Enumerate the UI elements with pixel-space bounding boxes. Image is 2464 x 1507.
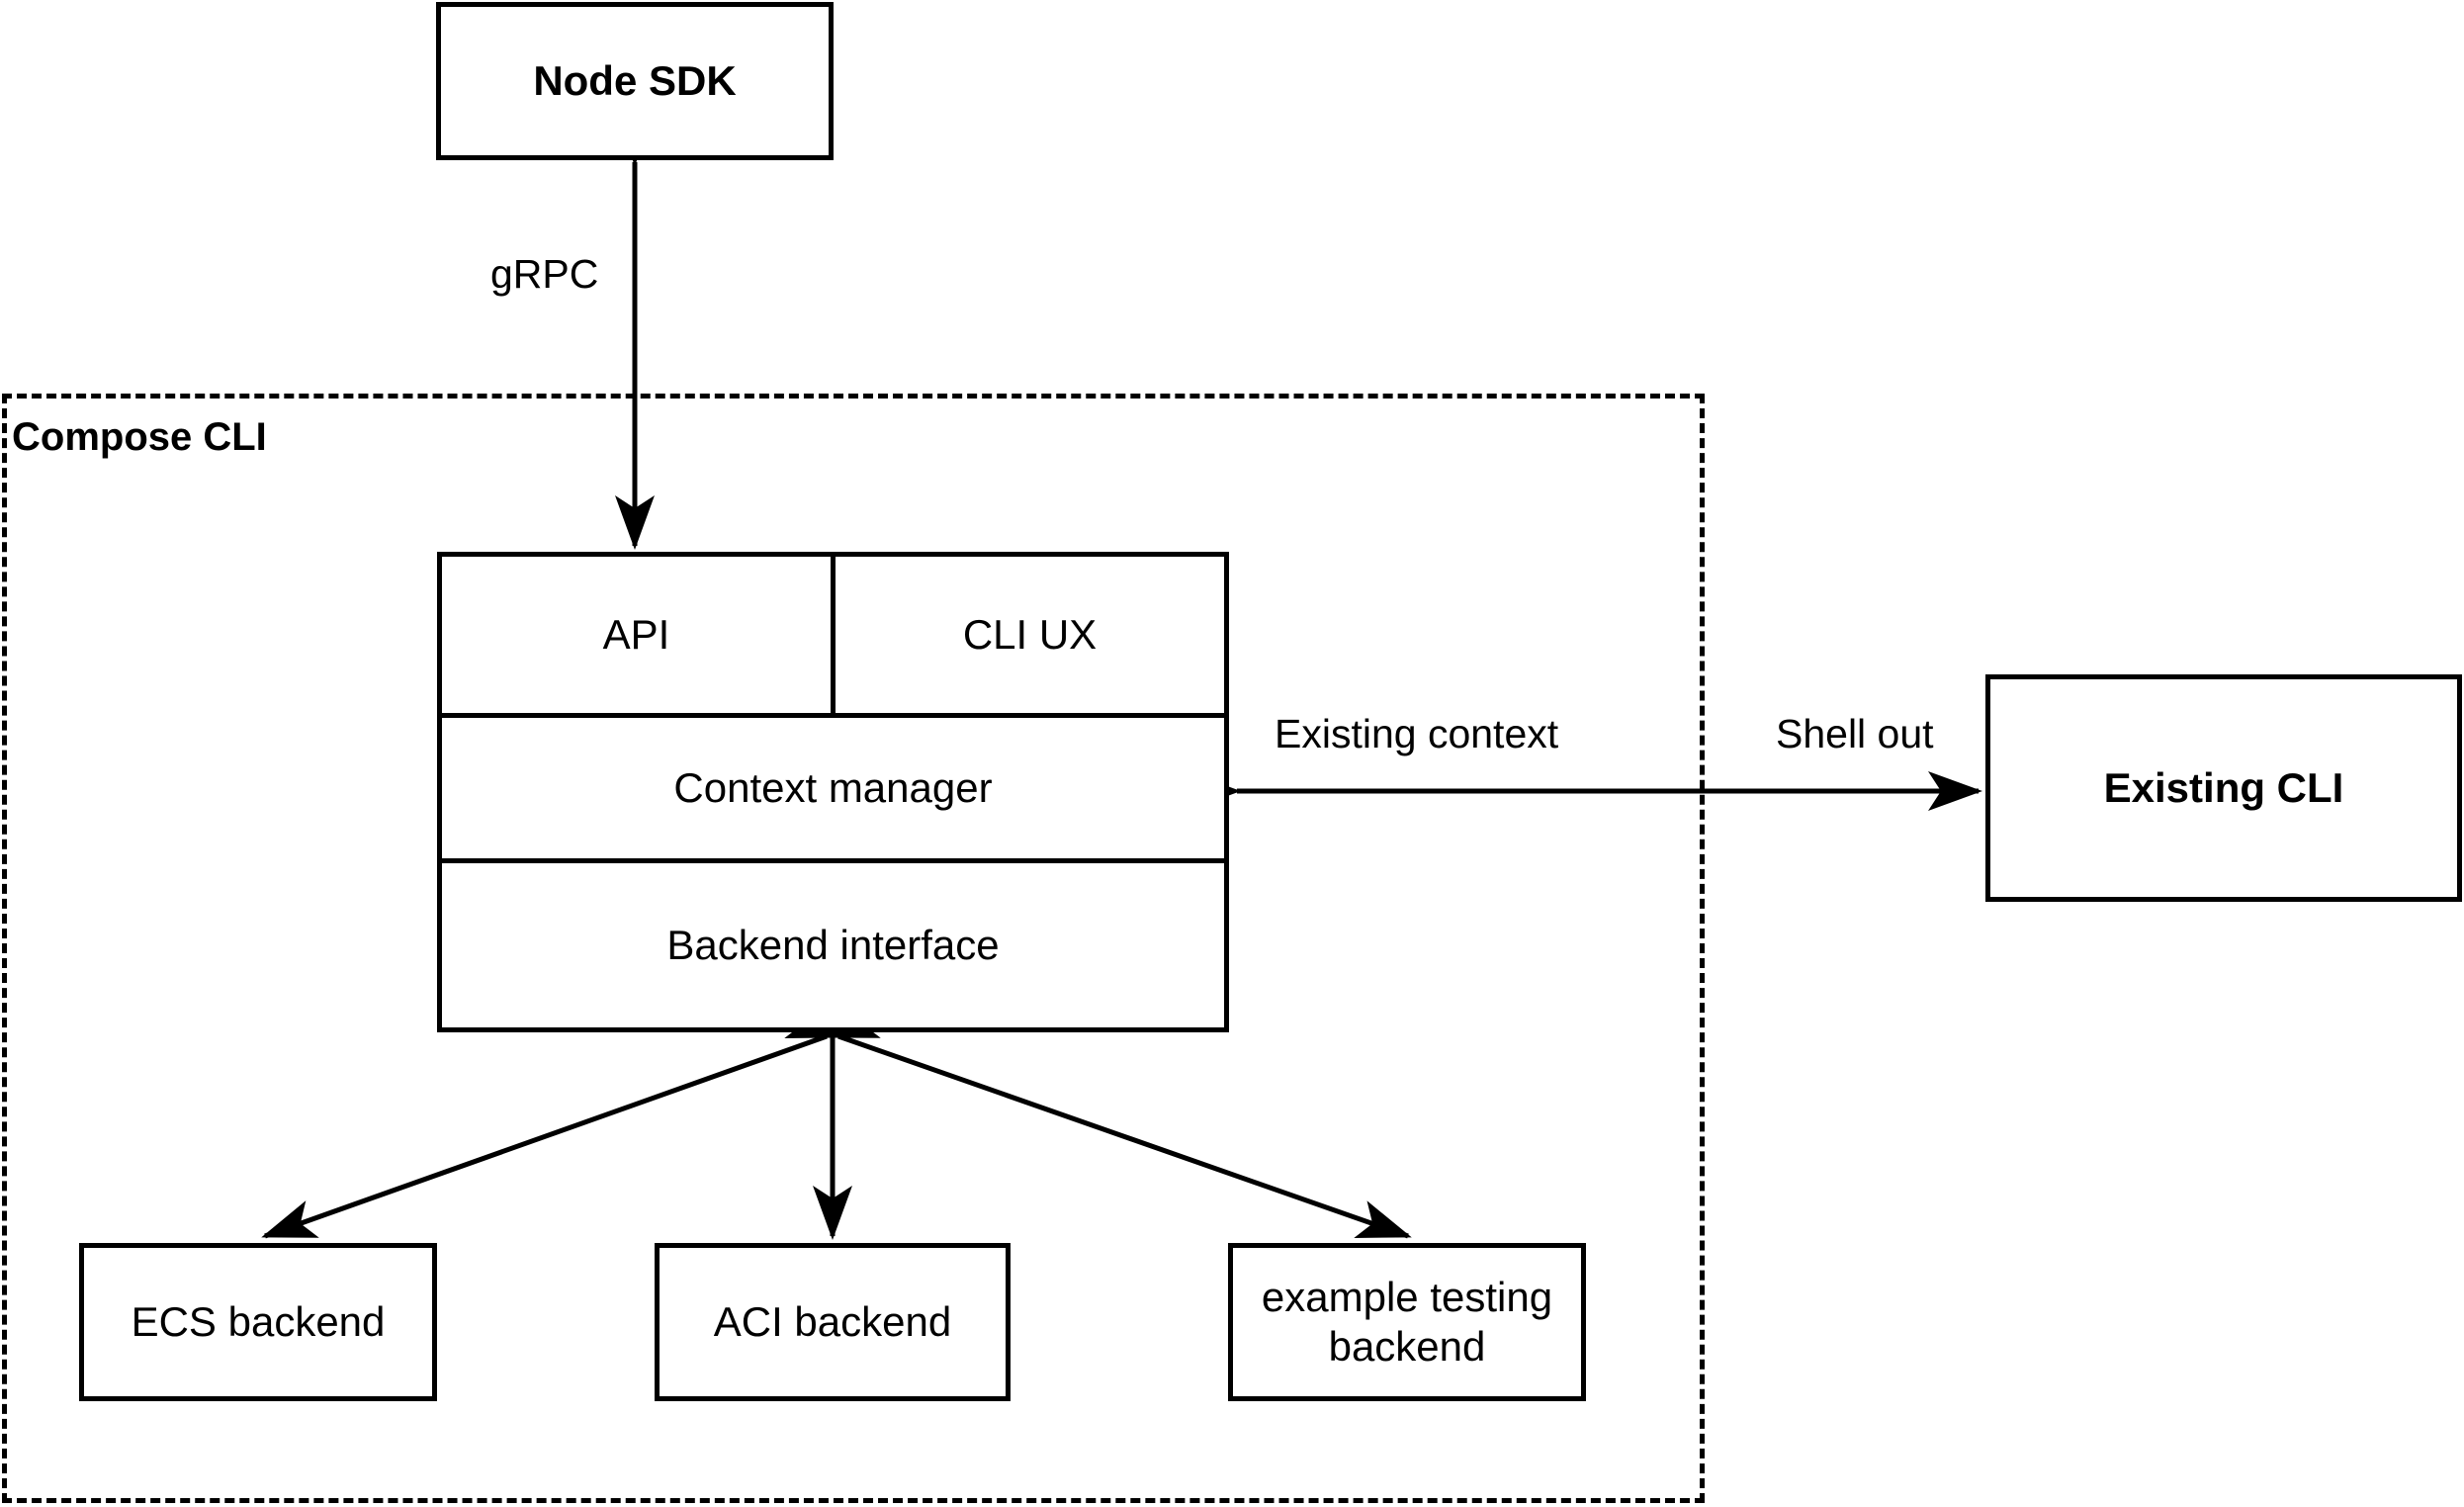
- ecs-backend-box[interactable]: ECS backend: [79, 1243, 437, 1401]
- api-label: API: [602, 611, 670, 659]
- backend-interface-cell[interactable]: Backend interface: [442, 863, 1224, 1027]
- compose-cli-group-label: Compose CLI: [12, 415, 267, 459]
- example-testing-backend-label: example testing backend: [1262, 1273, 1552, 1371]
- compose-cli-group-boundary: [2, 394, 1705, 1503]
- existing-context-label: Existing context: [1269, 714, 1565, 754]
- cli-ux-label: CLI UX: [962, 611, 1098, 659]
- example-testing-backend-line-2: backend: [1328, 1323, 1486, 1370]
- aci-backend-box[interactable]: ACI backend: [655, 1243, 1011, 1401]
- compose-cli-stack: API CLI UX Context manager Backend inter…: [437, 552, 1229, 1032]
- node-sdk-box[interactable]: Node SDK: [436, 2, 834, 160]
- cli-ux-cell[interactable]: CLI UX: [836, 557, 1224, 713]
- existing-cli-box[interactable]: Existing CLI: [1985, 674, 2462, 902]
- aci-backend-label: ACI backend: [713, 1298, 952, 1346]
- example-testing-backend-box[interactable]: example testing backend: [1228, 1243, 1586, 1401]
- context-manager-cell[interactable]: Context manager: [442, 713, 1224, 863]
- edge-example-testing-backend: [784, 1001, 1412, 1239]
- backend-interface-label: Backend interface: [666, 922, 1000, 969]
- shell-out-label: Shell out: [1770, 714, 1940, 754]
- node-sdk-label: Node SDK: [533, 57, 737, 105]
- edge-ecs-backend: [261, 1001, 881, 1239]
- api-cell[interactable]: API: [442, 557, 836, 713]
- existing-cli-label: Existing CLI: [2103, 764, 2344, 812]
- ecs-backend-label: ECS backend: [131, 1298, 386, 1346]
- example-testing-backend-line-1: example testing: [1261, 1274, 1553, 1321]
- grpc-label: gRPC: [484, 254, 605, 295]
- context-manager-label: Context manager: [673, 764, 993, 812]
